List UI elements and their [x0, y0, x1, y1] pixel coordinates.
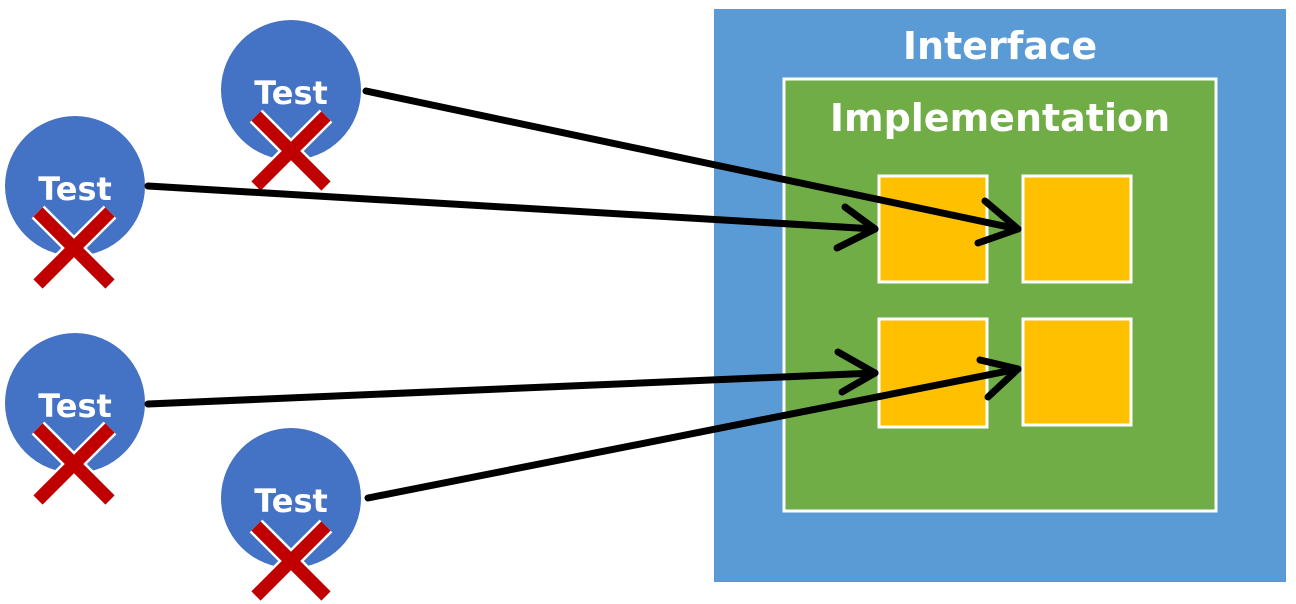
red-x-icon: [33, 423, 115, 505]
red-x-icon: [251, 111, 331, 191]
test-label: Test: [38, 170, 112, 208]
arrow: [364, 356, 1022, 502]
arrow: [144, 182, 879, 252]
arrow: [144, 348, 879, 408]
unit-bottom-left: [877, 317, 989, 429]
test-label: Test: [38, 387, 112, 425]
unit-bottom-right: [1021, 317, 1133, 427]
implementation-box: [782, 77, 1218, 513]
test-node: Test: [221, 20, 361, 193]
test-node: Test: [221, 428, 361, 603]
unit-top-left: [877, 174, 989, 284]
red-x-icon: [251, 521, 331, 601]
unit-top-right: [1021, 174, 1133, 284]
interface-label: Interface: [903, 24, 1097, 68]
test-label: Test: [254, 74, 328, 112]
test-node: Test: [5, 116, 145, 291]
test-label: Test: [254, 482, 328, 520]
test-node: Test: [5, 333, 145, 507]
arrow: [362, 87, 1022, 247]
red-x-icon: [33, 207, 115, 289]
implementation-label: Implementation: [830, 96, 1170, 140]
